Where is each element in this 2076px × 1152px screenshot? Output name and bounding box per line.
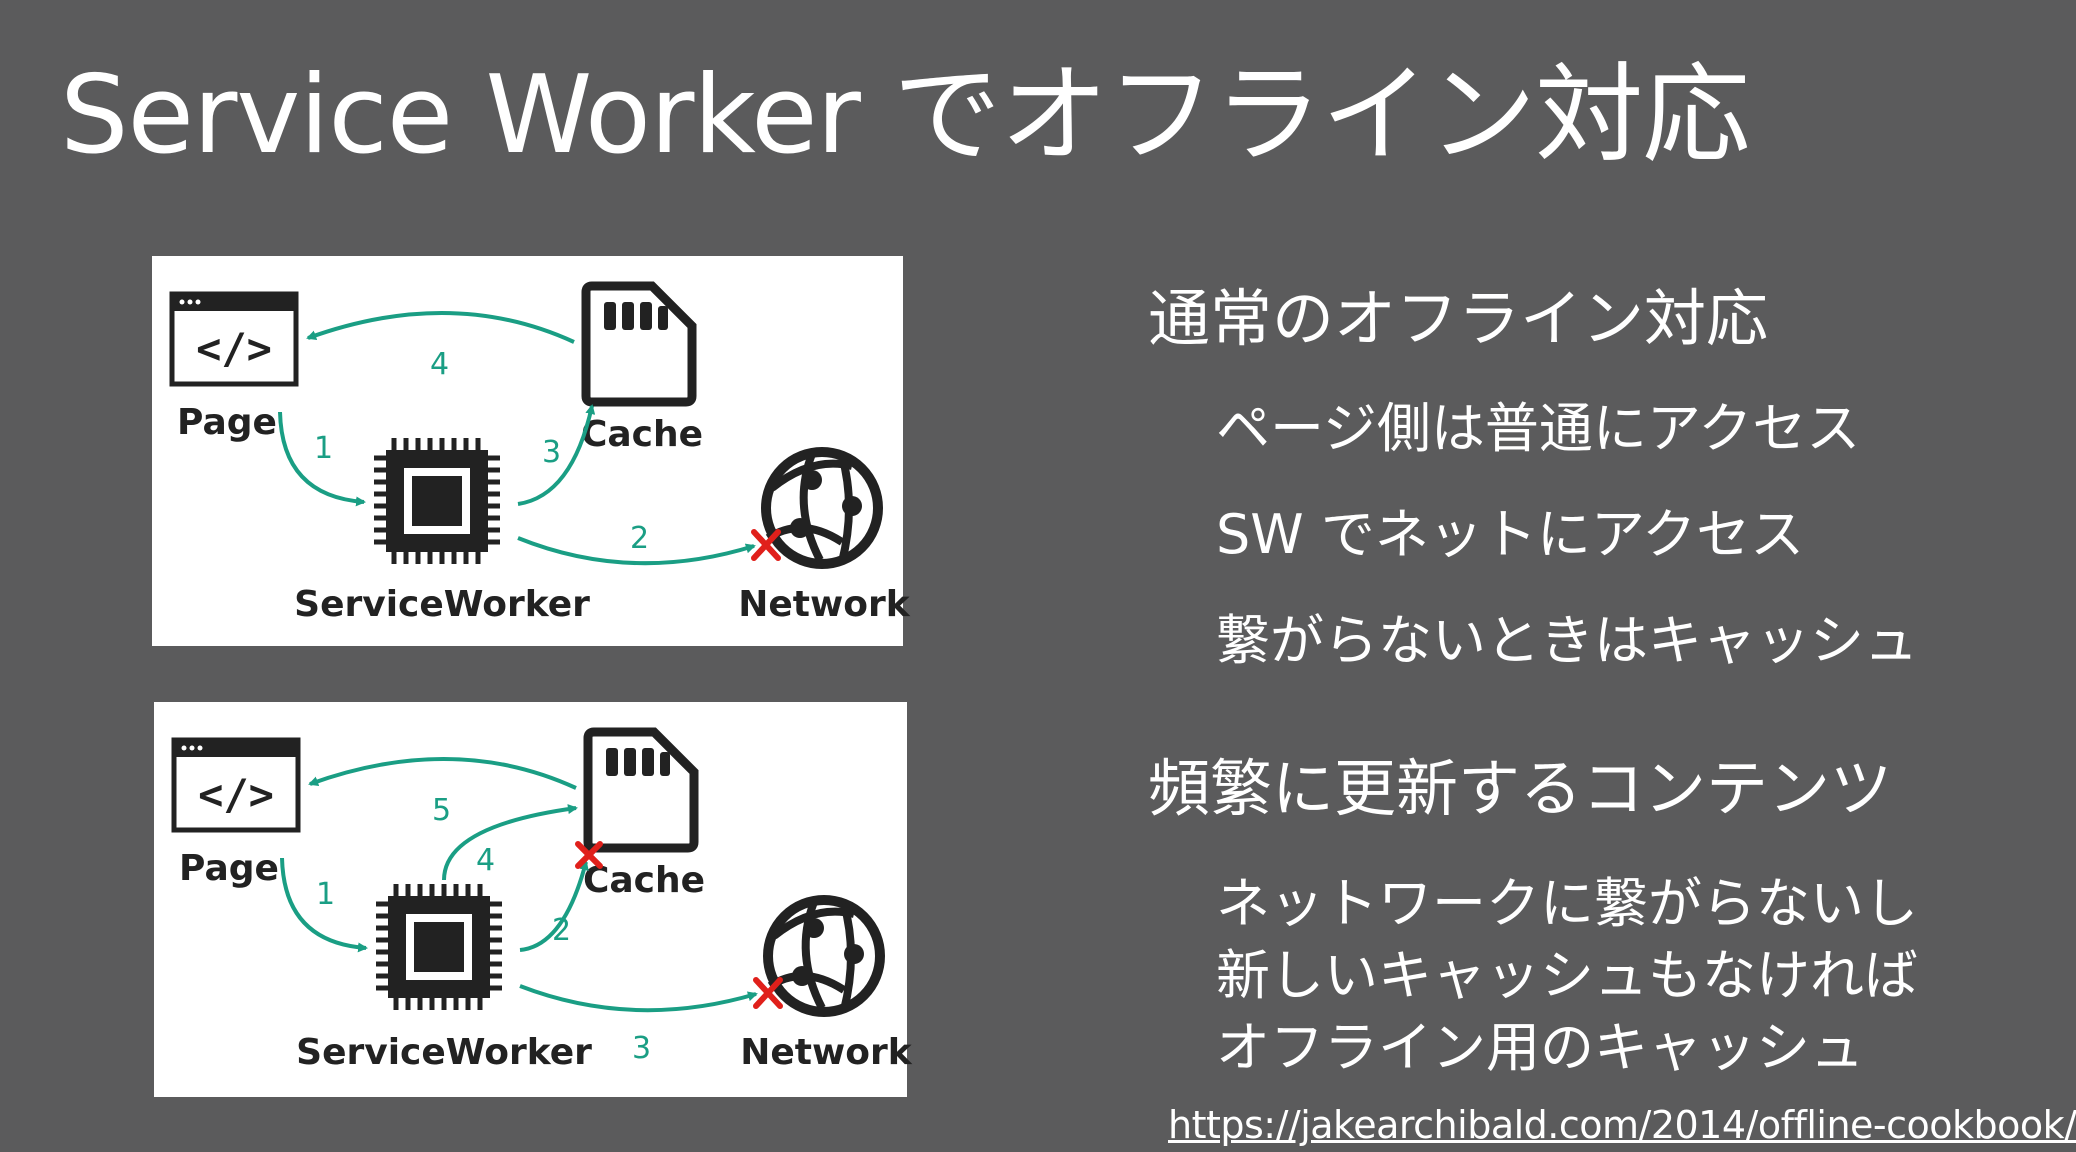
paragraph-line: ネットワークに繋がらないし: [1216, 872, 1918, 935]
svg-text:</>: </>: [196, 324, 272, 373]
section-heading-standard: 通常のオフライン対応: [1148, 282, 1769, 355]
page-label: Page: [177, 402, 277, 443]
arrow-sw-to-network: [517, 536, 756, 566]
arrow-page-to-sw: [280, 857, 368, 953]
cache-icon: [583, 727, 699, 853]
bullet-item: 繋がらないときはキャッシュ: [1216, 609, 1918, 672]
network-fail-x-icon: [753, 977, 783, 1009]
svg-text:</>: </>: [198, 770, 274, 819]
step-2-label: 2: [630, 521, 649, 556]
arrow-cache-to-page: [308, 756, 577, 790]
page-label: Page: [179, 848, 279, 889]
arrow-page-to-sw: [278, 411, 366, 507]
step-3-label: 3: [632, 1031, 651, 1066]
paragraph-line: オフライン用のキャッシュ: [1216, 1016, 1864, 1079]
arrow-cache-to-page: [306, 310, 575, 344]
network-label: Network: [740, 1032, 912, 1073]
step-4-label: 4: [476, 843, 495, 878]
cache-label: Cache: [583, 860, 705, 901]
arrow-sw-to-network: [519, 984, 758, 1013]
arrow-sw-to-cache: [517, 404, 596, 506]
arrow-sw-to-cache: [442, 804, 578, 881]
cache-fail-x-icon: [575, 841, 603, 869]
cache-label: Cache: [581, 414, 703, 455]
step-2-label: 2: [552, 913, 571, 948]
service-worker-label: ServiceWorker: [296, 1032, 592, 1073]
paragraph-line: 新しいキャッシュもなければ: [1216, 944, 1918, 1007]
cache-icon: [581, 281, 697, 407]
network-globe-icon: [761, 447, 883, 569]
page-icon: </>: [171, 737, 301, 833]
step-1-label: 1: [314, 431, 333, 466]
bullet-item: ページ側は普通にアクセス: [1216, 397, 1861, 460]
page-icon: </>: [169, 291, 299, 387]
step-3-label: 3: [542, 435, 561, 470]
network-label: Network: [738, 584, 910, 625]
network-fail-x-icon: [751, 529, 781, 561]
step-1-label: 1: [316, 877, 335, 912]
section-heading-frequent: 頻繁に更新するコンテンツ: [1148, 752, 1893, 825]
service-worker-label: ServiceWorker: [294, 584, 590, 625]
step-5-label: 5: [432, 793, 451, 828]
diagram-offline-frequent-update: </> Page Cache ServiceWorker: [154, 702, 913, 1097]
bullet-paragraph: ネットワークに繋がらないし 新しいキャッシュもなければ オフライン用のキャッシュ: [1216, 868, 1918, 1084]
step-4-label: 4: [430, 347, 449, 382]
source-link[interactable]: https://jakearchibald.com/2014/offline-c…: [1168, 1103, 2076, 1147]
service-worker-chip-icon: [376, 884, 502, 1010]
bullet-item: SW でネットにアクセス: [1216, 503, 1805, 566]
diagram-offline-standard: </> Page Cache ServiceWorker: [152, 256, 911, 646]
service-worker-chip-icon: [374, 438, 500, 564]
network-globe-icon: [763, 895, 885, 1017]
arrow-sw-to-cache-fail: [519, 860, 589, 952]
slide-title: Service Worker でオフライン対応: [60, 53, 1750, 178]
